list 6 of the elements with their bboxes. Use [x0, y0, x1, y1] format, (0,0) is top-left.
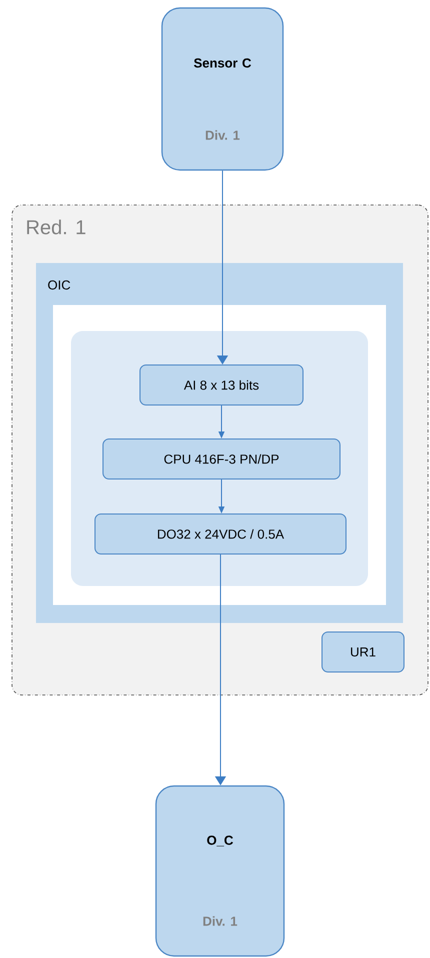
module-box: DO32 x 24VDC / 0.5A: [94, 514, 346, 554]
module-box: CPU 416F-3 PN/DP: [102, 438, 340, 480]
module-box: UR1: [322, 632, 404, 672]
device-box: Sensor C Div. 1: [161, 7, 284, 171]
device-box: O_C Div. 1: [155, 785, 285, 957]
module-box: AI 8 x 13 bits: [140, 364, 304, 406]
